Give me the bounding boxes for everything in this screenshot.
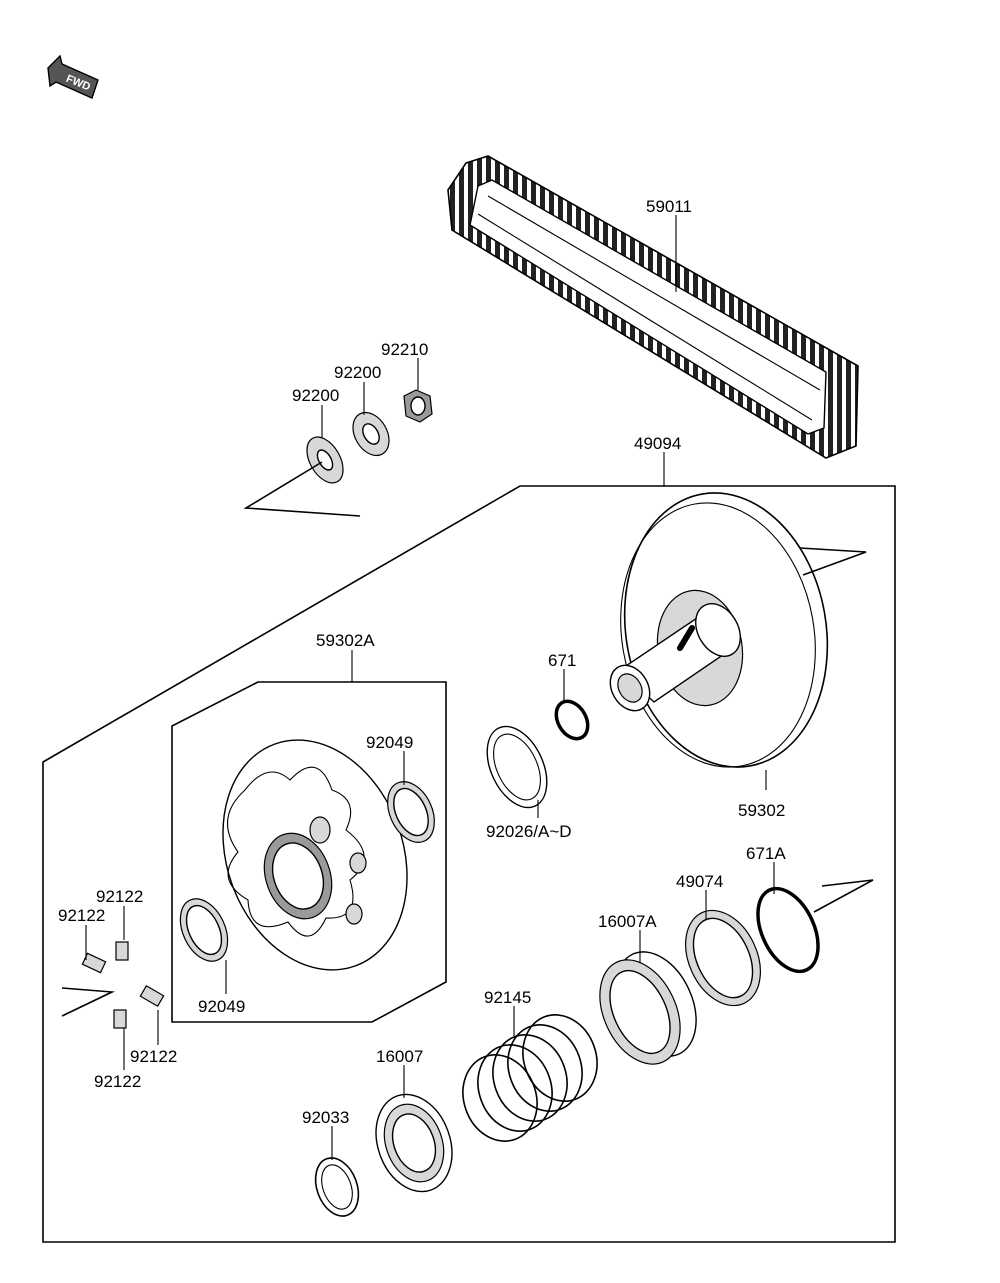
label-49094: 49094 (634, 434, 681, 453)
circlip-92033 (314, 1157, 360, 1217)
bearing-16007 (375, 1093, 453, 1193)
label-92200-lower: 92200 (292, 386, 339, 405)
o-ring-671A (756, 886, 820, 974)
label-59011: 59011 (646, 197, 692, 216)
label-92049-lower: 92049 (198, 997, 245, 1016)
spring-92145 (462, 1014, 598, 1142)
shim-92026 (486, 725, 548, 809)
label-16007: 16007 (376, 1047, 423, 1066)
movable-sheave-59302A (222, 739, 408, 971)
assembly-box-outline (42, 485, 896, 1243)
bearing-16007A (599, 951, 697, 1065)
label-16007A: 16007A (598, 912, 657, 931)
label-92122-d: 92122 (94, 1072, 141, 1091)
seal-92049-lower (179, 898, 229, 962)
nut-92210-icon (403, 389, 433, 423)
subassembly-box-outline (171, 681, 447, 1023)
ring-49074 (685, 909, 761, 1007)
label-92122-b: 92122 (58, 906, 105, 925)
o-ring-671 (554, 699, 590, 741)
washer-92200-upper (352, 411, 390, 457)
label-92210: 92210 (381, 340, 428, 359)
seal-92049-upper (387, 781, 435, 843)
leader-lines (85, 215, 775, 1160)
label-92145: 92145 (484, 988, 531, 1007)
label-92049-upper: 92049 (366, 733, 413, 752)
label-92033: 92033 (302, 1108, 349, 1127)
label-671A: 671A (746, 844, 786, 863)
label-49074: 49074 (676, 872, 723, 891)
label-92026: 92026/A~D (486, 822, 572, 841)
washer-92200-lower (306, 436, 344, 484)
sheave-59302 (609, 492, 867, 768)
label-671: 671 (548, 651, 576, 670)
label-59302: 59302 (738, 801, 785, 820)
fwd-arrow-icon: FWD (47, 54, 99, 99)
label-92122-c: 92122 (130, 1047, 177, 1066)
drive-belt (447, 155, 859, 459)
label-59302A: 59302A (316, 631, 375, 650)
label-92122-a: 92122 (96, 887, 143, 906)
grease-fittings-92122 (81, 941, 165, 1029)
label-92200-upper: 92200 (334, 363, 381, 382)
